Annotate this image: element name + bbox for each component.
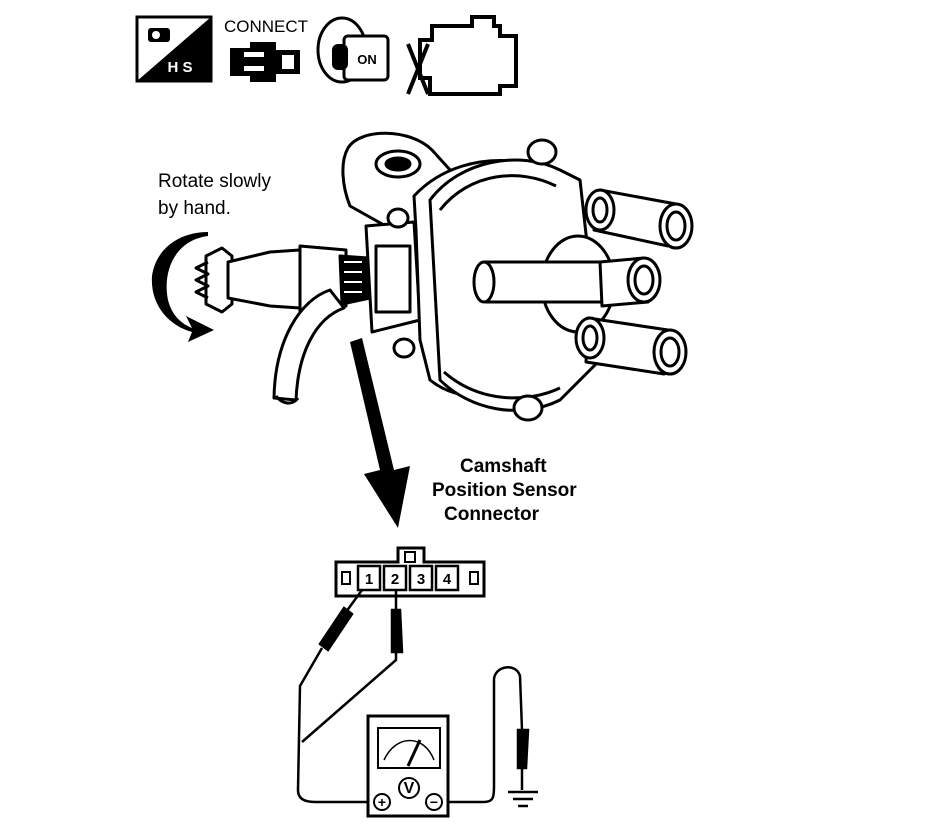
pin-4-cell bbox=[434, 564, 460, 592]
pin-2-label: 2 bbox=[391, 571, 399, 588]
pin-1-cell bbox=[356, 564, 382, 592]
sensor-connector-label: Camshaft Position Sensor Connector bbox=[432, 456, 577, 525]
sensor-label-line1: Camshaft bbox=[460, 456, 547, 477]
sensor-label-line3: Connector bbox=[444, 504, 540, 525]
volt-symbol: V bbox=[404, 780, 415, 797]
pin-3-cell bbox=[408, 564, 434, 592]
rotate-text-line1: Rotate slowly bbox=[158, 171, 271, 192]
negative-terminal-icon bbox=[425, 793, 443, 811]
negative-symbol: − bbox=[430, 794, 438, 810]
pin-connector: 1 2 3 4 bbox=[334, 546, 486, 598]
pin-3-label: 3 bbox=[417, 571, 425, 588]
pin-1-label: 1 bbox=[365, 571, 373, 588]
ignition-key-on-icon: ON bbox=[316, 16, 390, 84]
on-label: ON bbox=[357, 52, 377, 67]
connector-icon: CONNECT bbox=[224, 17, 308, 82]
positive-symbol: + bbox=[378, 794, 386, 810]
hs-label: H S bbox=[167, 59, 192, 76]
positive-terminal-icon bbox=[373, 793, 391, 811]
rotate-text-line2: by hand. bbox=[158, 198, 231, 219]
pin-4-label: 4 bbox=[443, 571, 452, 588]
test-leads bbox=[296, 589, 538, 808]
distributor-illustration bbox=[194, 131, 694, 422]
connect-label: CONNECT bbox=[224, 17, 308, 36]
ground-icon bbox=[508, 790, 538, 808]
meter-needle bbox=[406, 739, 422, 767]
rotation-arrow-icon bbox=[151, 232, 214, 342]
voltmeter: V + − bbox=[366, 714, 450, 818]
rotation-instruction: Rotate slowly by hand. bbox=[158, 171, 271, 219]
engine-off-icon bbox=[406, 15, 518, 96]
hs-icon: H S bbox=[135, 15, 213, 83]
sensor-label-line2: Position Sensor bbox=[432, 480, 577, 501]
pointer-arrow-icon bbox=[350, 338, 410, 528]
